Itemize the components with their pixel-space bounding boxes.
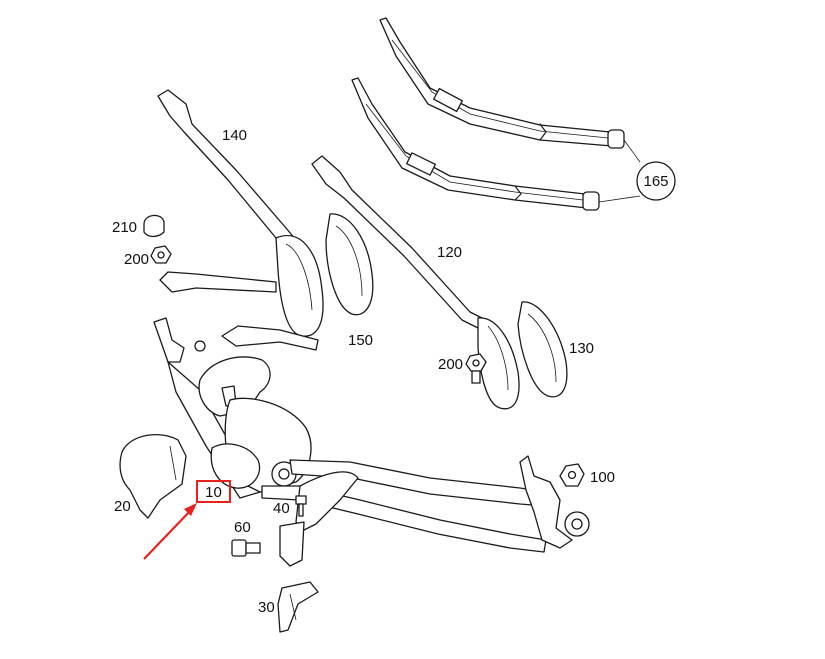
label-165: 165 [643,173,668,190]
arrow-icon [143,503,197,560]
label-200-right: 200 [438,356,463,373]
label-30: 30 [258,599,275,616]
screw-40 [295,495,307,517]
label-140: 140 [222,127,247,144]
callout-165: 165 [636,161,676,201]
label-40: 40 [273,500,290,517]
highlight-part-10: 10 [196,480,231,503]
wiper-blade-lower [351,77,600,211]
label-20: 20 [114,498,131,515]
wiper-arm-left [157,89,324,337]
label-130: 130 [569,340,594,357]
bracket-mount [279,521,305,567]
nut-200-left [150,245,172,264]
bolt-60 [231,539,261,557]
label-120: 120 [437,244,462,261]
label-60: 60 [234,519,251,536]
wiper-cover-left [325,213,374,316]
bracket-30 [277,581,319,633]
wiper-cover-right [517,301,568,398]
blade-link-lines [598,139,641,203]
label-210: 210 [112,219,137,236]
nut-200-right [465,353,487,384]
wiper-arm-right [311,155,520,410]
nut-100 [559,463,585,487]
label-10: 10 [205,484,222,501]
linkage-upper [159,271,319,352]
cover-cap-20 [119,434,187,519]
wiper-blade-upper [379,17,625,149]
wiper-frame-crossbar [261,455,590,553]
cap-210 [143,214,165,238]
label-200-left: 200 [124,251,149,268]
label-150: 150 [348,332,373,349]
label-100: 100 [590,469,615,486]
